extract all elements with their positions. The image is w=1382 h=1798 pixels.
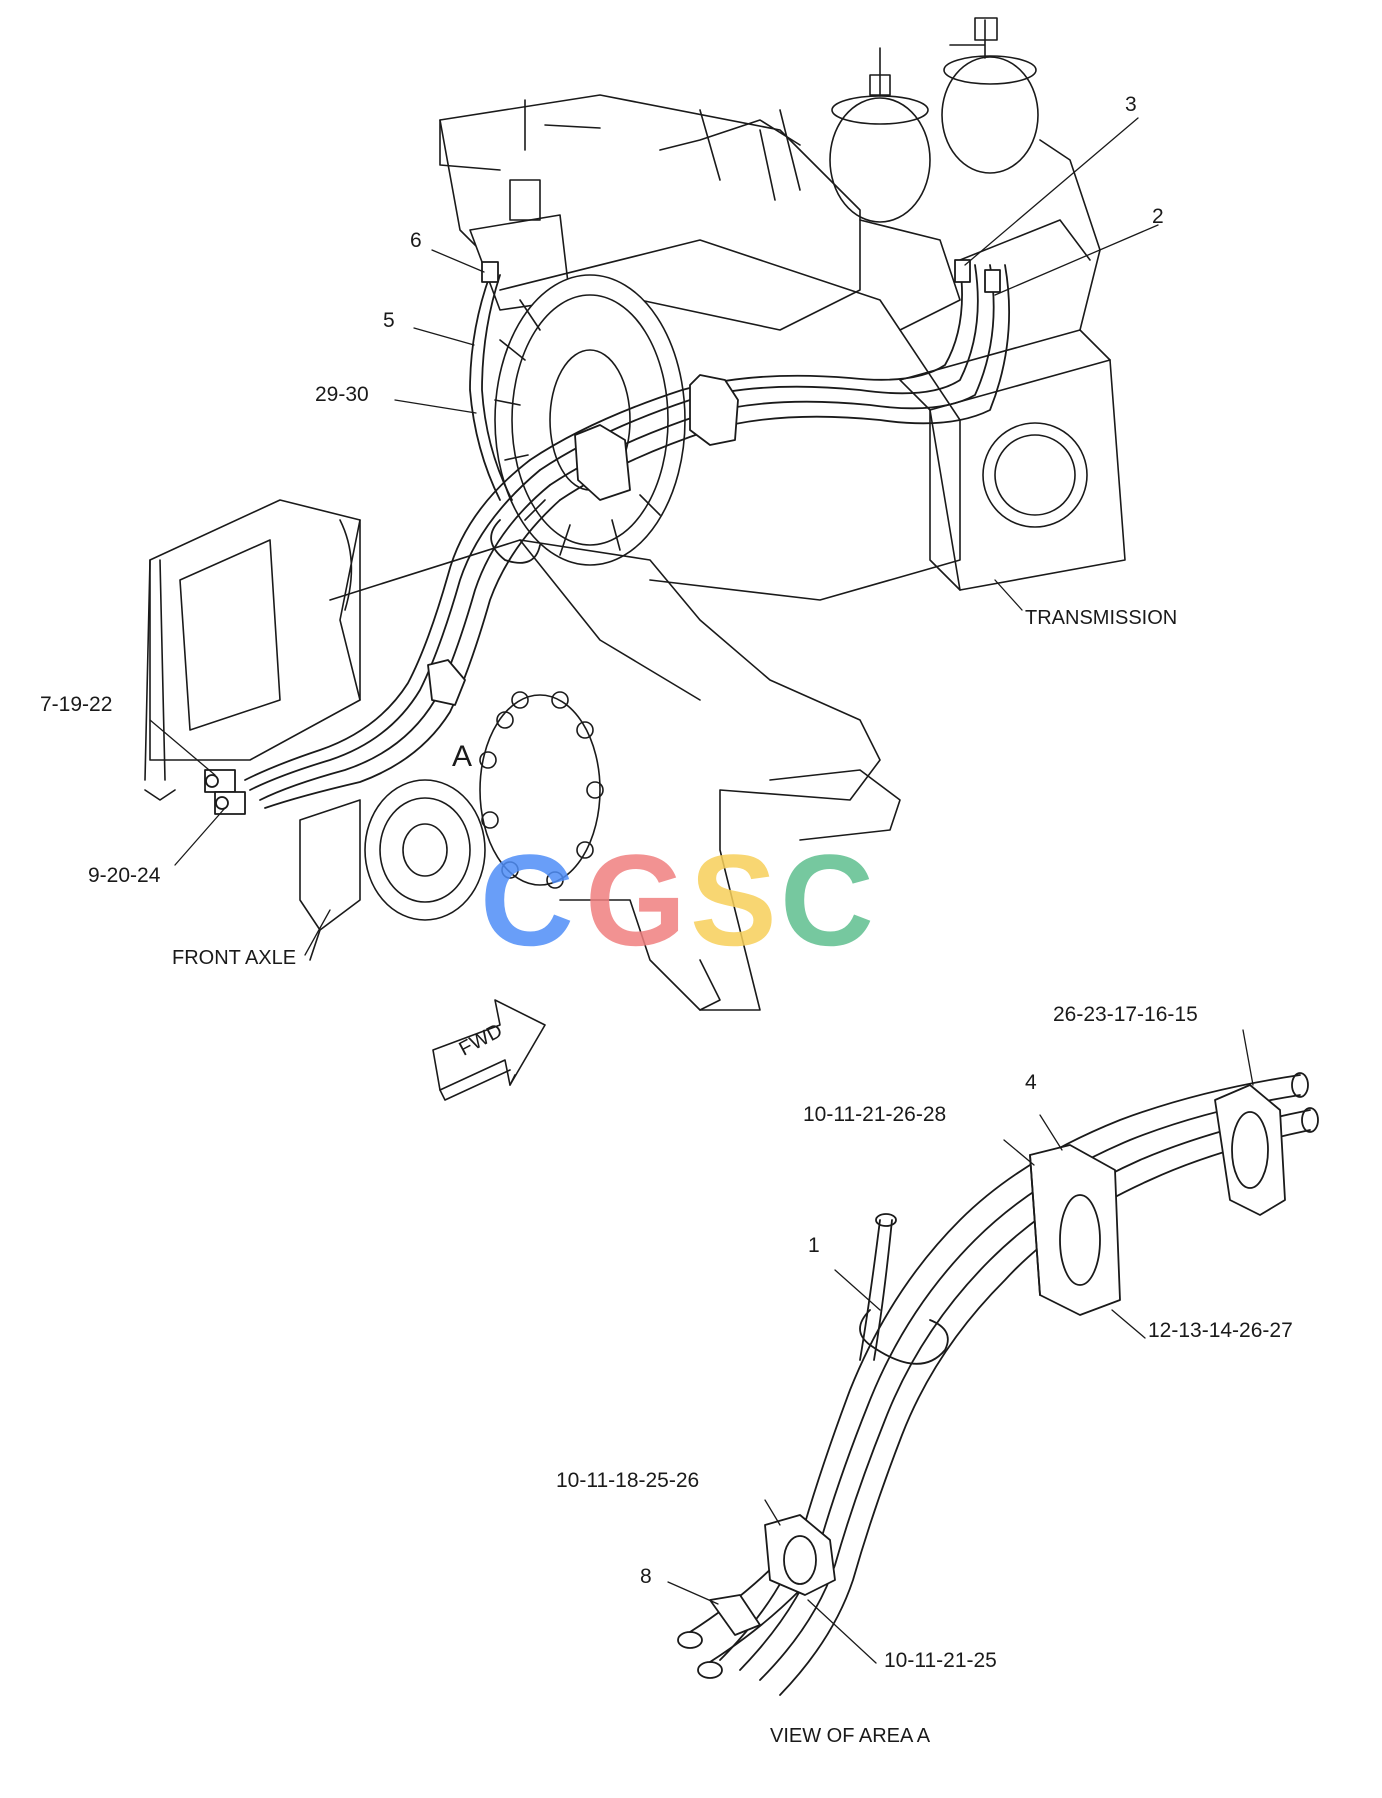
- cgsc-watermark: C G S C: [480, 827, 874, 973]
- leader-1: [834, 1269, 881, 1311]
- leader-29-30: [394, 399, 477, 414]
- callout-7-19-22: 7-19-22: [40, 693, 113, 716]
- callout-5: 5: [383, 309, 395, 332]
- leader-2: [994, 224, 1159, 296]
- leader-10-11-18-25-26: [764, 1499, 781, 1526]
- callout-6: 6: [410, 229, 422, 252]
- callout-10-11-21-26-28: 10-11-21-26-28: [803, 1103, 947, 1126]
- callout-2: 2: [1152, 205, 1164, 228]
- forward-arrow: [432, 999, 546, 1101]
- leader-6: [431, 249, 485, 273]
- leader-9-20-24: [174, 807, 226, 866]
- front-axle-assembly: [144, 499, 901, 1011]
- leader-lines: [149, 117, 1254, 1664]
- leader-10-11-21-26-28: [1003, 1139, 1035, 1166]
- leader-10-11-21-25: [807, 1599, 877, 1664]
- watermark-letter-g: G: [585, 827, 686, 973]
- leader-7-19-22: [149, 719, 216, 776]
- transmission-label: TRANSMISSION: [1025, 607, 1178, 629]
- front-axle-label: FRONT AXLE: [172, 947, 297, 969]
- callout-4: 4: [1025, 1071, 1037, 1094]
- leader-4: [1039, 1114, 1063, 1151]
- leader-transmission: [994, 579, 1023, 611]
- callout-1: 1: [808, 1234, 820, 1257]
- callout-10-11-21-25: 10-11-21-25: [884, 1649, 997, 1672]
- leader-8: [667, 1581, 719, 1605]
- area-a-detail: [677, 1072, 1319, 1696]
- callout-26-23-17-16-15: 26-23-17-16-15: [1053, 1003, 1198, 1026]
- hose-bundle: [204, 259, 1011, 815]
- watermark-letter-s: S: [690, 827, 777, 973]
- watermark-letter-c1: C: [480, 827, 574, 973]
- view-of-area-a-caption: VIEW OF AREA A: [770, 1725, 931, 1747]
- callout-29-30: 29-30: [315, 383, 369, 406]
- callout-3: 3: [1125, 93, 1137, 116]
- watermark-letter-c2: C: [780, 827, 874, 973]
- leader-5: [413, 327, 475, 346]
- area-a-marker: A: [452, 740, 473, 773]
- callout-9-20-24: 9-20-24: [88, 864, 161, 887]
- leader-3: [964, 117, 1139, 266]
- transmission-assembly: [439, 17, 1126, 591]
- callout-8: 8: [640, 1565, 652, 1588]
- leader-12-13-14-26-27: [1111, 1309, 1146, 1339]
- leader-front-axle: [304, 909, 331, 956]
- callout-10-11-18-25-26: 10-11-18-25-26: [556, 1469, 700, 1492]
- leader-26-23-17-16-15: [1242, 1029, 1254, 1086]
- callout-12-13-14-26-27: 12-13-14-26-27: [1148, 1319, 1293, 1342]
